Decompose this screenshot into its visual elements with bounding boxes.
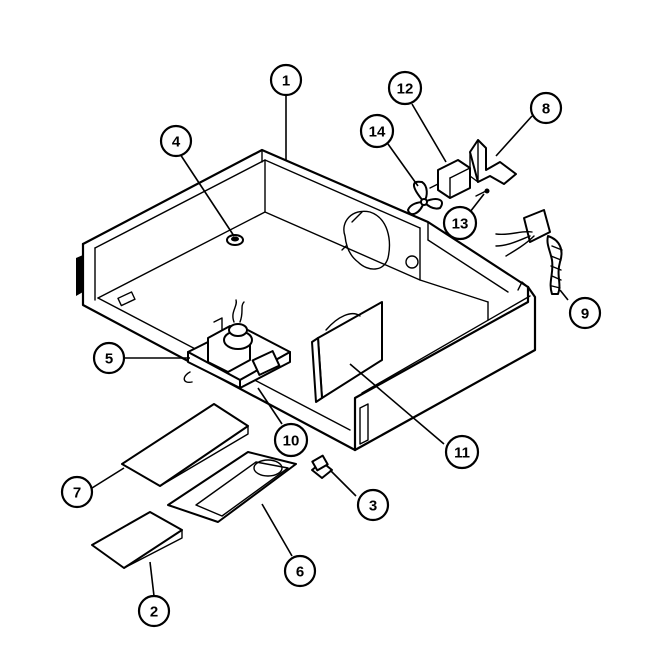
- callout-4-label: 4: [172, 134, 181, 151]
- callout-5: 5: [92, 341, 126, 375]
- callout-9: 9: [568, 296, 602, 330]
- callout-11: 11: [444, 434, 480, 470]
- part-8-bracket: [469, 139, 517, 185]
- part-2-plate: [91, 511, 183, 569]
- part-14-fan: [407, 180, 443, 216]
- callout-11-label: 11: [454, 445, 470, 462]
- part-4-fitting: [226, 234, 244, 246]
- callout-13-label: 13: [452, 216, 469, 233]
- leader-lines: [91, 96, 569, 597]
- callout-9-label: 9: [581, 306, 589, 323]
- callout-10: 10: [273, 422, 309, 458]
- callout-6: 6: [283, 554, 317, 588]
- callout-5-label: 5: [105, 351, 113, 368]
- valve-assembly: [183, 299, 291, 389]
- callout-1: 1: [269, 63, 303, 97]
- part-9-cord: [495, 209, 563, 295]
- callout-8-label: 8: [542, 101, 550, 118]
- part-13-screw: [475, 188, 490, 197]
- callout-10-label: 10: [283, 433, 300, 450]
- callout-4: 4: [159, 124, 193, 158]
- callout-14: 14: [359, 113, 395, 149]
- callout-6-label: 6: [296, 564, 304, 581]
- callout-7: 7: [60, 475, 94, 509]
- callout-7-label: 7: [73, 485, 81, 502]
- callout-2: 2: [137, 594, 171, 628]
- callout-3-label: 3: [369, 498, 377, 515]
- callout-12: 12: [387, 70, 423, 106]
- callout-8: 8: [529, 91, 563, 125]
- callout-14-label: 14: [369, 124, 386, 141]
- callout-2-label: 2: [150, 604, 158, 621]
- part-11-board: [311, 301, 383, 403]
- part-7-panel: [121, 403, 249, 487]
- callout-3: 3: [356, 488, 390, 522]
- callout-1-label: 1: [282, 73, 290, 90]
- callout-13: 13: [442, 205, 478, 241]
- callout-12-label: 12: [397, 81, 414, 98]
- part-6-tray: [167, 451, 297, 523]
- base-pan: [76, 148, 537, 452]
- part-3-knob: [311, 454, 333, 479]
- part-12-motor: [429, 159, 471, 199]
